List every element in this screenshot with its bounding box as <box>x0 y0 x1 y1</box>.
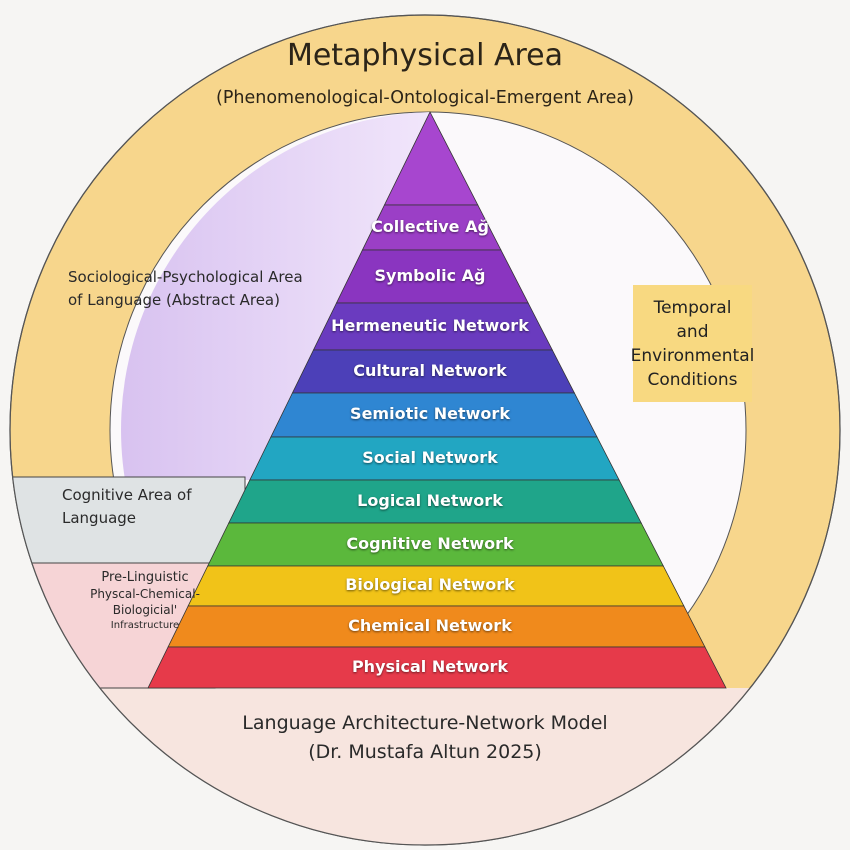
label-line: and <box>676 321 709 342</box>
pyramid <box>147 111 727 689</box>
layer-label: Hermeneutic Network <box>331 315 529 335</box>
label-line: Cognitive Area of <box>62 486 192 504</box>
page-title: Metaphysical Area <box>286 38 564 73</box>
pyramid-layer <box>147 646 727 689</box>
label-line: Sociological-Psychological Area <box>68 268 303 286</box>
abstract-area <box>121 112 430 480</box>
layer-label: Logical Network <box>357 490 503 510</box>
label-line: Physcal-Chemical- <box>90 587 200 601</box>
socio-psych-area-label: Sociological-Psychological Area of Langu… <box>68 266 338 312</box>
layer-label: Collective Ağ <box>371 216 489 236</box>
page-subtitle: (Phenomenological-Ontological-Emergent A… <box>216 88 634 108</box>
label-line: Conditions <box>647 369 738 390</box>
label-line: Temporal <box>653 297 732 318</box>
label-line: Pre-Linguistic <box>101 570 189 585</box>
model-author: (Dr. Mustafa Altun 2025) <box>308 741 542 763</box>
layer-label: Biological Network <box>345 575 515 594</box>
pre-linguistic-label: Pre-Linguistic Physcal-Chemical- Biologi… <box>80 570 210 634</box>
label-line: Infrastructure <box>110 620 180 631</box>
model-title: Language Architecture-Network Model <box>242 712 608 734</box>
temporal-conditions-box: Temporal and Environmental Conditions <box>630 285 755 402</box>
label-line: Biologicial' <box>112 603 178 617</box>
cognitive-area-label: Cognitive Area of Language <box>62 484 232 530</box>
label-line: of Language (Abstract Area) <box>68 291 280 309</box>
layer-label: Symbolic Ağ <box>374 265 486 285</box>
layer-label: Chemical Network <box>348 615 512 635</box>
layer-label: Physical Network <box>351 656 509 676</box>
layer-label: Cognitive Network <box>346 533 514 553</box>
layer-label: Cultural Network <box>353 360 507 380</box>
label-line: Environmental <box>630 345 755 366</box>
label-line: Language <box>62 509 137 527</box>
layer-label: Social Network <box>362 447 498 467</box>
layer-label: Semiotic Network <box>350 404 510 423</box>
